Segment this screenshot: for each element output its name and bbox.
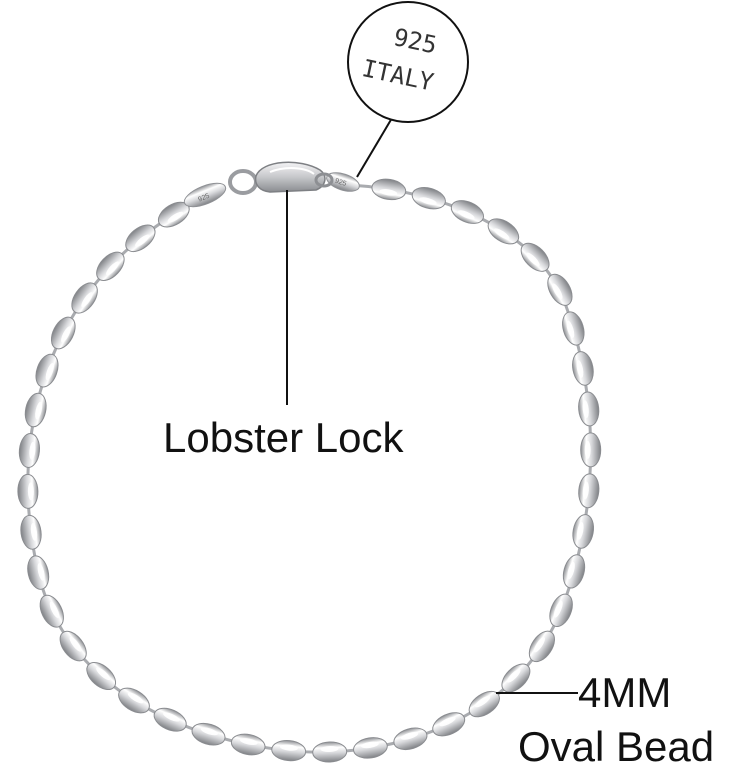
bead-highlight <box>361 741 379 749</box>
bead-highlight <box>576 521 584 540</box>
bead-highlight <box>507 669 521 683</box>
bead-highlight <box>533 637 545 653</box>
jump-ring <box>228 169 258 195</box>
bead-highlight <box>200 727 219 736</box>
end-tag-right: 925 <box>326 172 360 192</box>
bead-highlight <box>474 695 491 708</box>
svg-text:925: 925 <box>334 178 347 188</box>
bead-highlight <box>552 283 563 300</box>
bead-highlight <box>106 261 120 276</box>
end-tag-left: 925 <box>183 182 227 208</box>
bead-highlight <box>566 320 575 339</box>
bead-shape-label: Oval Bead <box>518 723 715 770</box>
oval-bead <box>487 218 520 245</box>
oval-bead-chain <box>17 178 602 763</box>
oval-bead <box>230 733 266 756</box>
bead-highlight <box>582 481 589 500</box>
bead-highlight <box>553 600 563 618</box>
bead-highlight <box>567 561 575 580</box>
bead-highlight <box>30 522 38 541</box>
bead-highlight <box>280 744 298 751</box>
bead-highlight <box>582 400 589 419</box>
bead-highlight <box>27 482 34 501</box>
bead-size-label: 4MM <box>578 669 672 716</box>
bead-highlight <box>167 211 184 223</box>
bead-highlight <box>135 234 150 247</box>
bead-highlight <box>379 189 398 196</box>
bead-highlight <box>127 692 144 704</box>
bead-highlight <box>81 292 93 308</box>
bead-highlight <box>457 210 475 220</box>
oval-bead <box>17 473 39 509</box>
bead-highlight <box>37 563 45 581</box>
bead-highlight <box>163 712 180 722</box>
oval-bead <box>50 316 76 350</box>
stamp-leader-line <box>356 117 393 178</box>
bead-highlight <box>45 363 54 381</box>
oval-bead <box>18 433 40 468</box>
hallmark-stamp-circle <box>347 1 469 123</box>
bead-highlight <box>35 401 43 420</box>
bead-highlight <box>400 732 419 740</box>
bead-highlight <box>494 228 510 240</box>
bead-highlight <box>69 636 82 652</box>
lobster-clasp-icon <box>254 161 334 193</box>
bead-highlight <box>439 716 456 727</box>
bead-highlight <box>320 745 339 753</box>
clasp-label: Lobster Lock <box>163 414 404 461</box>
bead-highlight <box>419 197 437 205</box>
bead-highlight <box>29 441 36 460</box>
bead-highlight <box>49 601 60 619</box>
bead-highlight <box>584 440 591 459</box>
svg-text:925: 925 <box>197 193 211 204</box>
bead-highlight <box>576 360 584 378</box>
bead-highlight <box>61 326 71 343</box>
bead-highlight <box>96 667 111 681</box>
bead-highlight <box>526 252 540 267</box>
bead-highlight <box>239 738 258 745</box>
